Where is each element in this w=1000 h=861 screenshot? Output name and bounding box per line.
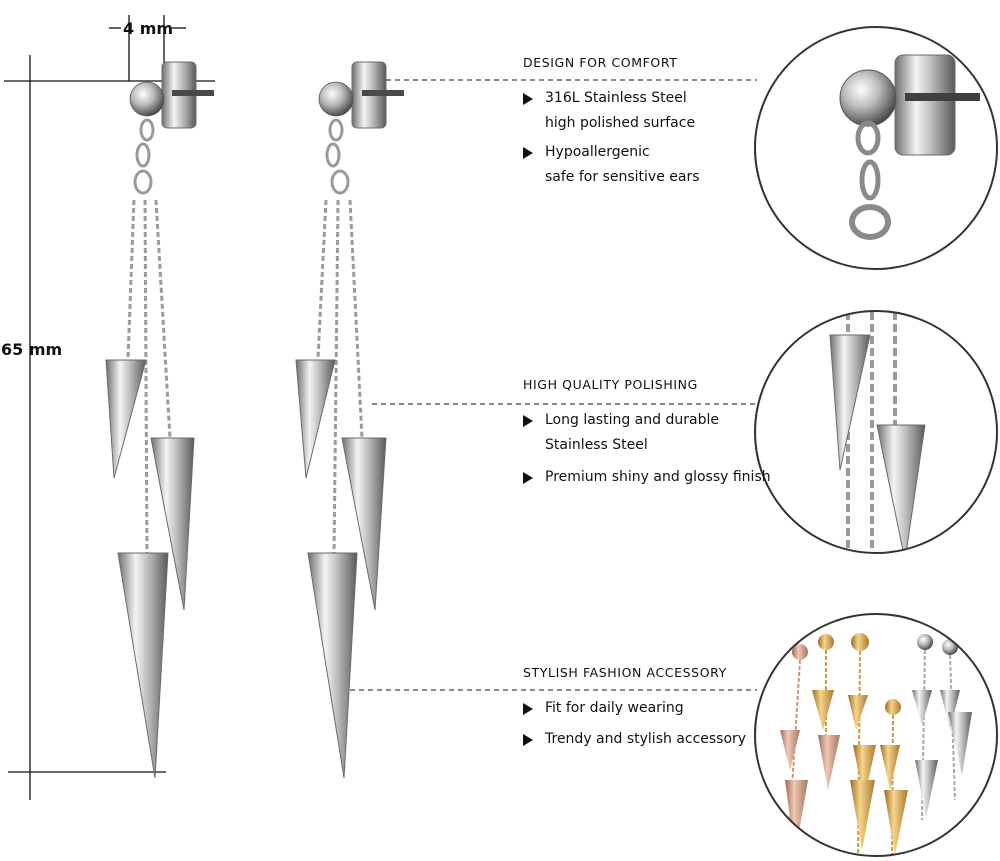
zoom-circle-variants	[754, 613, 998, 857]
feature-point: Premium shiny and glossy finish	[523, 465, 771, 490]
triangle-bullet-icon	[523, 472, 533, 484]
earring-center	[295, 61, 404, 779]
feature-point: Long lasting and durable Stainless Steel	[523, 408, 719, 458]
earring-left	[105, 61, 214, 779]
feature-point: Trendy and stylish accessory	[523, 727, 746, 752]
zoom-circle-clasp	[754, 26, 998, 270]
feature-heading-comfort: DESIGN FOR COMFORT	[523, 55, 678, 70]
triangle-bullet-icon	[523, 734, 533, 746]
feature-point: 316L Stainless Steel high polished surfa…	[523, 86, 695, 136]
length-dimension-label: 65 mm	[1, 340, 63, 359]
feature-heading-polishing: HIGH QUALITY POLISHING	[523, 377, 698, 392]
callout-leaders	[350, 79, 757, 691]
feature-heading-fashion: STYLISH FASHION ACCESSORY	[523, 665, 727, 680]
zoom-circle-polish	[754, 310, 998, 554]
width-dimension-label: 4 mm	[123, 19, 174, 38]
feature-point: Fit for daily wearing	[523, 696, 684, 721]
triangle-bullet-icon	[523, 93, 533, 105]
triangle-bullet-icon	[523, 147, 533, 159]
triangle-bullet-icon	[523, 415, 533, 427]
triangle-bullet-icon	[523, 703, 533, 715]
feature-point: Hypoallergenic safe for sensitive ears	[523, 140, 700, 190]
